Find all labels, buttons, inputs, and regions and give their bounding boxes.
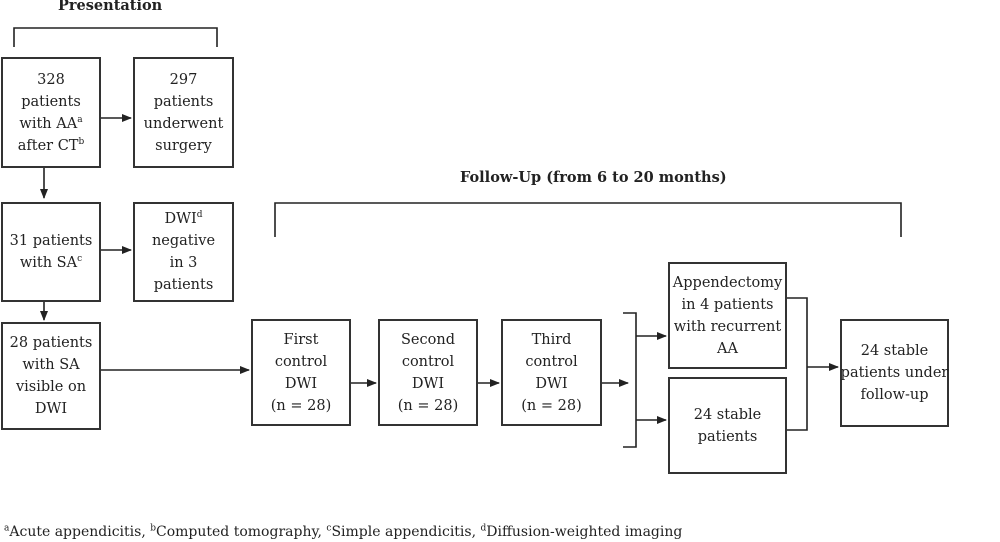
box-first-line3: DWI bbox=[284, 375, 318, 392]
box-dwi-line4: patients bbox=[153, 277, 214, 293]
footnote-mark-d: d bbox=[480, 523, 487, 534]
box-second-line3: DWI bbox=[411, 375, 445, 392]
sup-b: b bbox=[78, 136, 85, 147]
box-third-line1: Third bbox=[531, 331, 572, 348]
box-visible-line1: 28 patients bbox=[9, 335, 93, 351]
box-surgery-line4: surgery bbox=[155, 137, 212, 154]
box-aa-line4: after CT bbox=[17, 137, 79, 154]
box-third-line4: (n = 28) bbox=[521, 397, 582, 414]
box-second-line4: (n = 28) bbox=[397, 397, 459, 414]
box-first-line4: (n = 28) bbox=[270, 397, 332, 414]
sup-c: c bbox=[77, 254, 83, 265]
box-first-line2: control bbox=[274, 353, 328, 370]
footnote-mark-a: a bbox=[4, 523, 10, 534]
box-dwi-line1: DWI bbox=[164, 211, 197, 227]
box-stable-line2: patients bbox=[697, 428, 758, 445]
box-sa-line2: with SA bbox=[19, 255, 78, 271]
footnote-mark-c: c bbox=[326, 523, 332, 534]
box-visible-line4: DWI bbox=[34, 401, 68, 417]
box-dwi-line3: in 3 bbox=[169, 255, 198, 271]
box-surgery-line1: 297 bbox=[169, 71, 198, 88]
box-third-line3: DWI bbox=[535, 375, 568, 392]
merge-bracket bbox=[787, 297, 808, 431]
box-stable-followup: 24 stable patients under follow-up bbox=[840, 319, 949, 427]
box-aa-line2: patients bbox=[21, 93, 81, 110]
box-surgery-line2: patients bbox=[153, 93, 214, 110]
box-sa-patients: 31 patients with SAc bbox=[1, 202, 101, 302]
footnote-text-d: Diffusion-weighted imaging bbox=[486, 524, 683, 540]
box-surgery-line3: underwent bbox=[143, 115, 224, 132]
box-appendectomy-line3: with recurrent bbox=[673, 318, 782, 335]
box-appendectomy-line2: in 4 patients bbox=[681, 296, 774, 313]
box-appendectomy-line1: Appendectomy bbox=[672, 274, 783, 291]
box-sa-line1: 31 patients bbox=[9, 233, 93, 249]
box-third-line2: control bbox=[525, 353, 578, 370]
box-appendectomy-line4: AA bbox=[717, 340, 738, 357]
box-followup-line1: 24 stable bbox=[860, 343, 929, 359]
footnote-mark-b: b bbox=[150, 523, 156, 534]
box-followup-line2: patients under bbox=[840, 365, 949, 381]
box-aa-line3: with AA bbox=[19, 115, 78, 132]
footnote: aAcute appendicitis, bComputed tomograph… bbox=[4, 524, 682, 540]
box-third-control: Third control DWI (n = 28) bbox=[501, 319, 602, 426]
box-dwi-negative: DWId negative in 3 patients bbox=[133, 202, 234, 302]
followup-bracket bbox=[274, 202, 902, 237]
sup-a: a bbox=[77, 114, 83, 125]
footnote-text-a: Acute appendicitis, bbox=[9, 524, 151, 540]
box-followup-line3: follow-up bbox=[860, 387, 929, 403]
box-stable-line1: 24 stable bbox=[693, 406, 762, 423]
box-surgery: 297 patients underwent surgery bbox=[133, 57, 234, 168]
box-visible-line2: with SA bbox=[22, 357, 80, 373]
followup-header: Follow-Up (from 6 to 20 months) bbox=[460, 169, 727, 186]
box-aa-patients: 328 patients with AAa after CTb bbox=[1, 57, 101, 168]
box-sa-visible: 28 patients with SA visible on DWI bbox=[1, 322, 101, 430]
presentation-header: Presentation bbox=[58, 0, 163, 14]
box-first-control: First control DWI (n = 28) bbox=[251, 319, 351, 426]
box-appendectomy: Appendectomy in 4 patients with recurren… bbox=[668, 262, 787, 369]
box-second-line2: control bbox=[401, 353, 455, 370]
sup-d: d bbox=[196, 210, 203, 221]
box-dwi-line2: negative bbox=[151, 233, 216, 249]
box-second-line1: Second bbox=[401, 331, 455, 348]
box-visible-line3: visible on bbox=[15, 379, 87, 395]
box-second-control: Second control DWI (n = 28) bbox=[378, 319, 478, 426]
box-aa-line1: 328 bbox=[37, 71, 65, 88]
footnote-text-b: Computed tomography, bbox=[156, 524, 327, 540]
footnote-text-c: Simple appendicitis, bbox=[331, 524, 481, 540]
box-stable-24: 24 stable patients bbox=[668, 377, 787, 474]
presentation-bracket bbox=[13, 27, 218, 47]
box-first-line1: First bbox=[283, 331, 319, 348]
outcome-bracket bbox=[623, 312, 637, 448]
